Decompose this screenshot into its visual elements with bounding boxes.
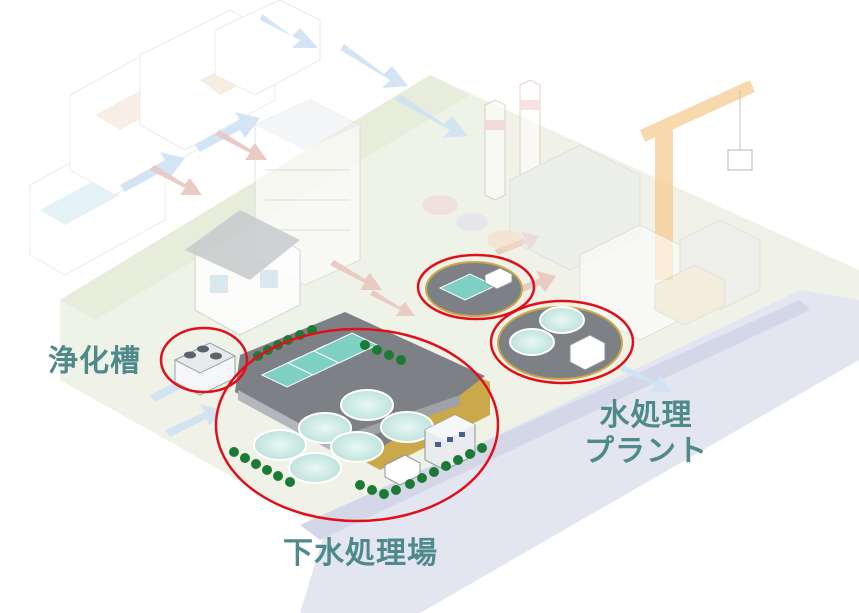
label-plant-line2: プラント bbox=[584, 434, 708, 469]
circular-tanks bbox=[253, 389, 434, 484]
waste-water-arrows bbox=[150, 130, 556, 316]
water-plant-small bbox=[425, 261, 523, 317]
label-plant-line1: 水処理 bbox=[599, 398, 693, 433]
factory bbox=[422, 79, 641, 271]
label-water-treatment-plant: 水処理 プラント bbox=[584, 398, 708, 470]
highlight-ring-johkaso bbox=[159, 326, 249, 394]
label-johkaso: 浄化槽 bbox=[48, 344, 141, 379]
sewage-treatment-plant bbox=[235, 312, 490, 486]
highlight-ring-gesui bbox=[214, 327, 500, 523]
detached-house bbox=[185, 210, 301, 336]
highlight-rings bbox=[159, 253, 635, 523]
clean-water-arrows bbox=[120, 14, 672, 437]
highlight-ring-plant-large bbox=[489, 299, 635, 385]
highlight-ring-plant-small bbox=[416, 253, 536, 321]
water-plant-large bbox=[497, 306, 623, 380]
river bbox=[300, 290, 859, 613]
label-sewage-plant: 下水処理場 bbox=[283, 536, 438, 571]
